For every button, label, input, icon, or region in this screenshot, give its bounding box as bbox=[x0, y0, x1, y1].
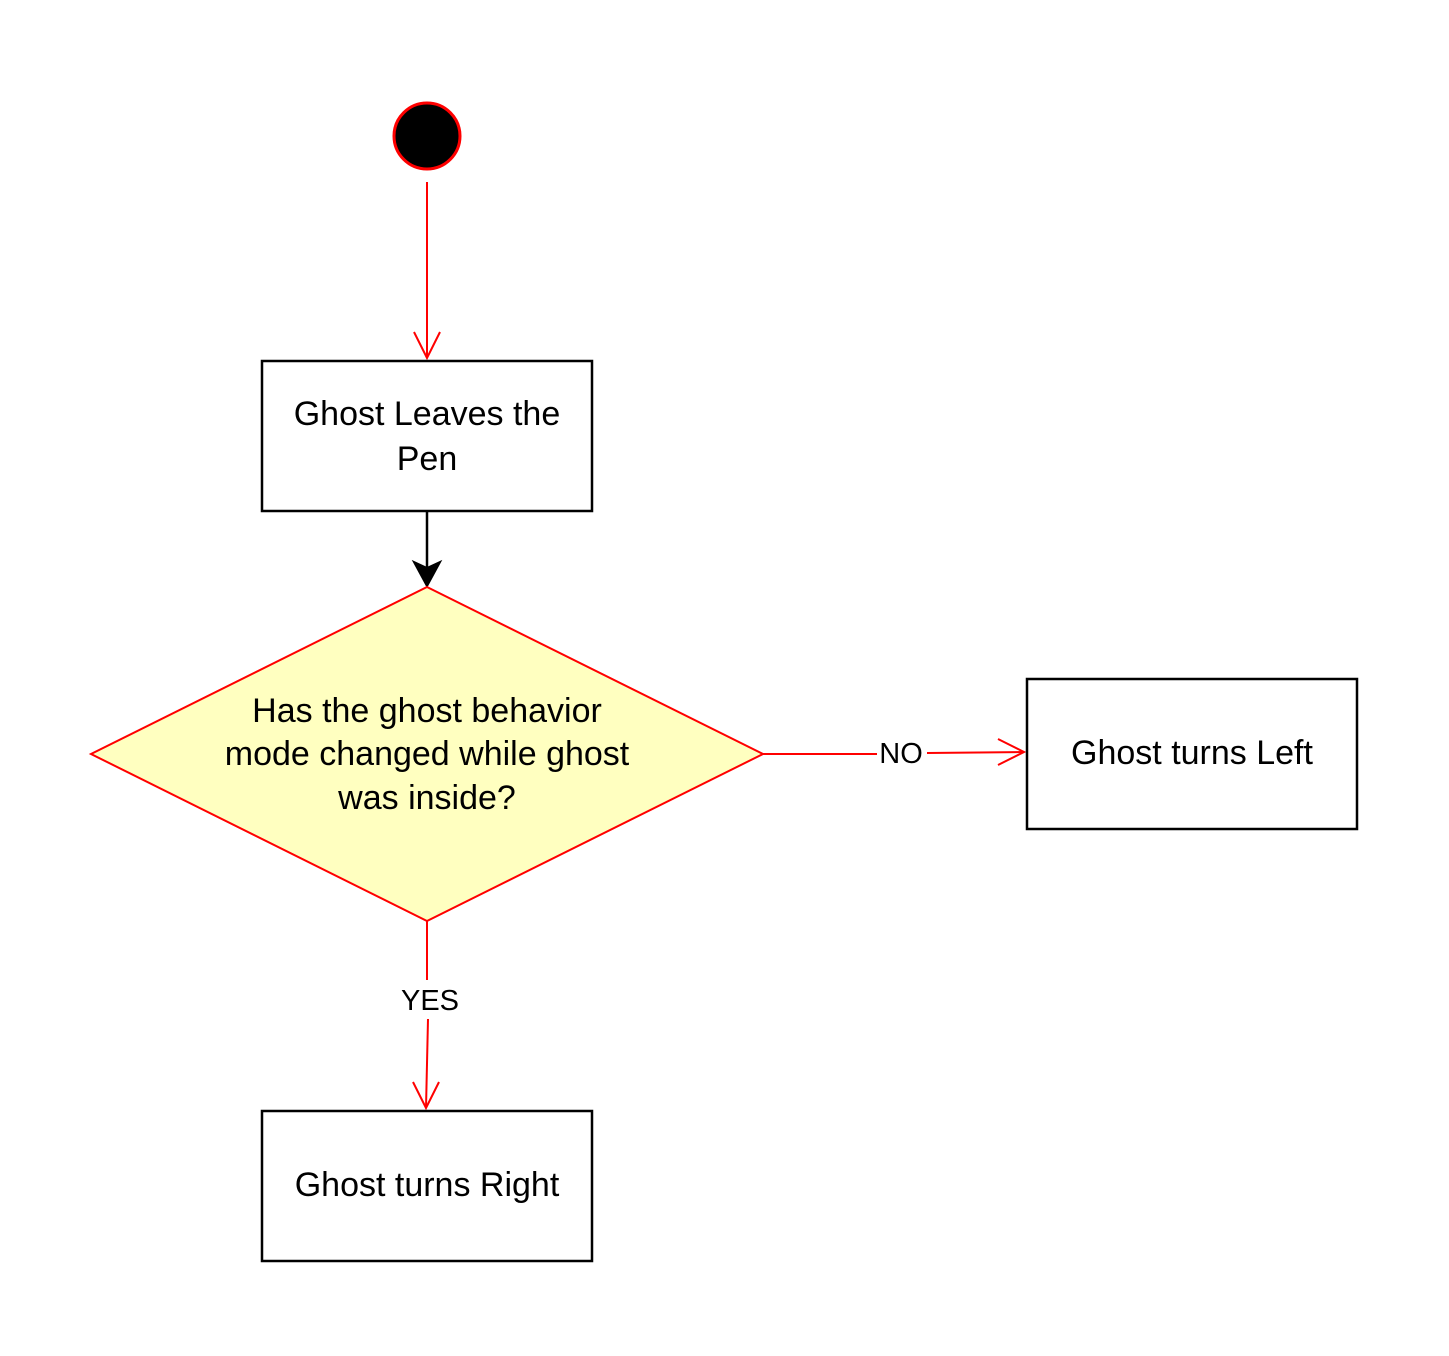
action-turns-right-label: Ghost turns Right bbox=[295, 1166, 560, 1204]
arrowhead-open-icon bbox=[997, 738, 1027, 766]
arrowhead-filled-icon bbox=[411, 559, 443, 589]
decision-behavior-mode-changed[interactable]: Has the ghost behavior mode changed whil… bbox=[88, 585, 766, 923]
edge-decision-to-turns-left: NO bbox=[763, 738, 1027, 770]
edge-label-no: NO bbox=[879, 738, 923, 770]
action-leaves-pen-label-line2: Pen bbox=[397, 440, 458, 478]
arrowhead-open-icon bbox=[413, 331, 441, 361]
edge-label-yes: YES bbox=[401, 985, 459, 1017]
edge-decision-to-turns-right: YES bbox=[401, 921, 459, 1111]
arrowhead-open-icon bbox=[412, 1081, 440, 1111]
edge-start-to-leaves-pen bbox=[413, 182, 441, 361]
decision-label-line1: Has the ghost behavior bbox=[252, 692, 602, 730]
action-turns-right[interactable]: Ghost turns Right bbox=[260, 1109, 594, 1263]
action-turns-left-label: Ghost turns Left bbox=[1071, 734, 1313, 772]
action-leaves-pen[interactable]: Ghost Leaves the Pen bbox=[260, 359, 594, 513]
initial-state-node[interactable] bbox=[392, 101, 462, 171]
decision-label-line2: mode changed while ghost bbox=[225, 735, 630, 773]
edge-leaves-pen-to-decision bbox=[411, 512, 443, 589]
action-leaves-pen-label-line1: Ghost Leaves the bbox=[294, 395, 561, 433]
action-turns-left[interactable]: Ghost turns Left bbox=[1025, 677, 1359, 831]
decision-label-line3: was inside? bbox=[337, 779, 516, 817]
